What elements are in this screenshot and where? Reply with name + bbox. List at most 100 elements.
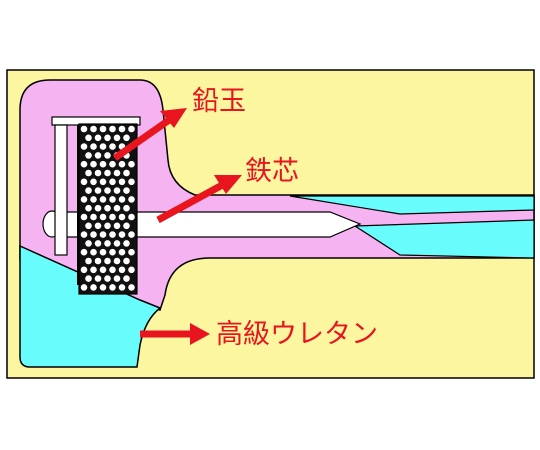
lead-shot-pellet xyxy=(84,151,93,160)
lead-shot-pellet xyxy=(84,257,93,265)
lead-shot-pellet xyxy=(127,230,136,239)
urethane-arrow xyxy=(140,323,210,345)
lead-shot-pellet xyxy=(122,186,131,195)
lead-shot-pellet xyxy=(118,195,126,204)
lead-shot-pellet xyxy=(84,274,93,283)
lead-shot-pellet xyxy=(89,142,98,151)
lead-shot-pellet xyxy=(108,283,117,292)
lead-shot-pellet xyxy=(99,213,107,221)
lead-shot-pellet xyxy=(103,186,112,195)
lead-shot-arrow xyxy=(112,108,187,161)
lead-shot-pellet xyxy=(108,160,117,169)
lead-shot-pellet xyxy=(103,221,112,230)
lead-shot-pellet xyxy=(94,239,102,248)
lead-shot-pellet xyxy=(94,221,102,230)
handle-urethane-top xyxy=(289,195,535,215)
lead-shot-pellet xyxy=(127,248,136,257)
lead-shot-pellet xyxy=(89,195,98,204)
lead-shot-pellet xyxy=(103,257,112,265)
lead-shot-pellet xyxy=(127,177,136,186)
lead-shot-pellet xyxy=(84,169,93,177)
lead-shot-pellet xyxy=(118,283,126,292)
lead-shot-pellet xyxy=(80,248,88,257)
lead-shot-pellet xyxy=(89,230,98,239)
lead-shot-pellet xyxy=(89,283,98,292)
lead-shot-pellet xyxy=(113,133,121,142)
lead-shot-pellet xyxy=(103,151,112,160)
lead-shot-pellet xyxy=(80,213,88,221)
lead-shot-pellet xyxy=(80,283,88,292)
lead-shot-pellet xyxy=(127,160,136,169)
lead-shot-pellet xyxy=(103,204,112,213)
lead-shot-pellet xyxy=(84,204,93,213)
lead-shot-pellet xyxy=(122,221,131,230)
lead-shot-pellet xyxy=(99,248,107,257)
lead-shot-pellet xyxy=(122,274,131,283)
lead-shot-pellet xyxy=(89,265,98,274)
lead-shot-pellet xyxy=(80,177,88,186)
lead-shot-pellet xyxy=(113,221,121,230)
label-lead-shot: 鉛玉 xyxy=(192,86,246,117)
lead-shot-pellet xyxy=(113,239,121,248)
lead-shot-pellet xyxy=(113,186,121,195)
lead-shot-pellet xyxy=(108,248,117,257)
lead-shot-pellet xyxy=(113,274,121,283)
lead-shot-pellet xyxy=(99,195,107,204)
head-urethane-face xyxy=(19,244,162,368)
lead-shot-pellet xyxy=(127,195,136,204)
lead-shot-pellet xyxy=(99,125,107,133)
lead-shot-pellet xyxy=(113,204,121,213)
lead-shot-pellet xyxy=(127,265,136,274)
lead-shot-pellets xyxy=(80,125,136,292)
lead-shot-pellet xyxy=(108,177,117,186)
lead-shot-pellet xyxy=(122,239,131,248)
lead-shot-pellet xyxy=(94,186,102,195)
lead-shot-pellet xyxy=(118,125,126,133)
lead-shot-pellet xyxy=(118,160,126,169)
lead-shot-pellet xyxy=(108,265,117,274)
lead-shot-pellet xyxy=(103,133,112,142)
lead-shot-pellet xyxy=(94,257,102,265)
lead-shot-pellet xyxy=(118,177,126,186)
lead-shot-pellet xyxy=(89,125,98,133)
lead-shot-pellet xyxy=(108,125,117,133)
lead-shot-pellet xyxy=(113,169,121,177)
lead-shot-pellet xyxy=(84,186,93,195)
handle-urethane-bottom xyxy=(353,219,535,259)
lead-shot-pellet xyxy=(118,230,126,239)
lead-shot-pellet xyxy=(113,257,121,265)
lead-shot-pellet xyxy=(118,265,126,274)
lead-shot-pellet xyxy=(118,213,126,221)
lead-shot-pellet xyxy=(103,239,112,248)
lead-shot-pellet xyxy=(127,283,136,292)
lead-shot-pellet xyxy=(80,142,88,151)
lead-shot-pellet xyxy=(99,230,107,239)
lead-shot-pellet xyxy=(99,177,107,186)
lead-shot-pellet xyxy=(94,274,102,283)
lead-shot-pellet xyxy=(89,160,98,169)
lead-shot-pellet xyxy=(80,160,88,169)
lead-shot-pellet xyxy=(84,221,93,230)
lead-shot-pellet xyxy=(80,195,88,204)
lead-shot-pellet xyxy=(108,142,117,151)
lead-shot-pellet xyxy=(108,213,117,221)
lead-shot-pellet xyxy=(108,195,117,204)
lead-shot-pellet xyxy=(99,283,107,292)
shot-chamber-wall xyxy=(54,124,68,256)
lead-shot-pellet xyxy=(80,230,88,239)
lead-shot-pellet xyxy=(99,265,107,274)
lead-shot-pellet xyxy=(80,265,88,274)
lead-shot-pellet xyxy=(122,204,131,213)
lead-shot-pellet xyxy=(89,177,98,186)
lead-shot-pellet xyxy=(127,125,136,133)
lead-shot-pellet xyxy=(84,133,93,142)
lead-shot-pellet xyxy=(89,248,98,257)
lead-shot-pellet xyxy=(127,213,136,221)
lead-shot-pellet xyxy=(94,133,102,142)
lead-shot-pellet xyxy=(94,169,102,177)
lead-shot-pellet xyxy=(84,239,93,248)
lead-shot-pellet xyxy=(122,133,131,142)
lead-shot-pellet xyxy=(80,125,88,133)
lead-shot-pellet xyxy=(99,142,107,151)
